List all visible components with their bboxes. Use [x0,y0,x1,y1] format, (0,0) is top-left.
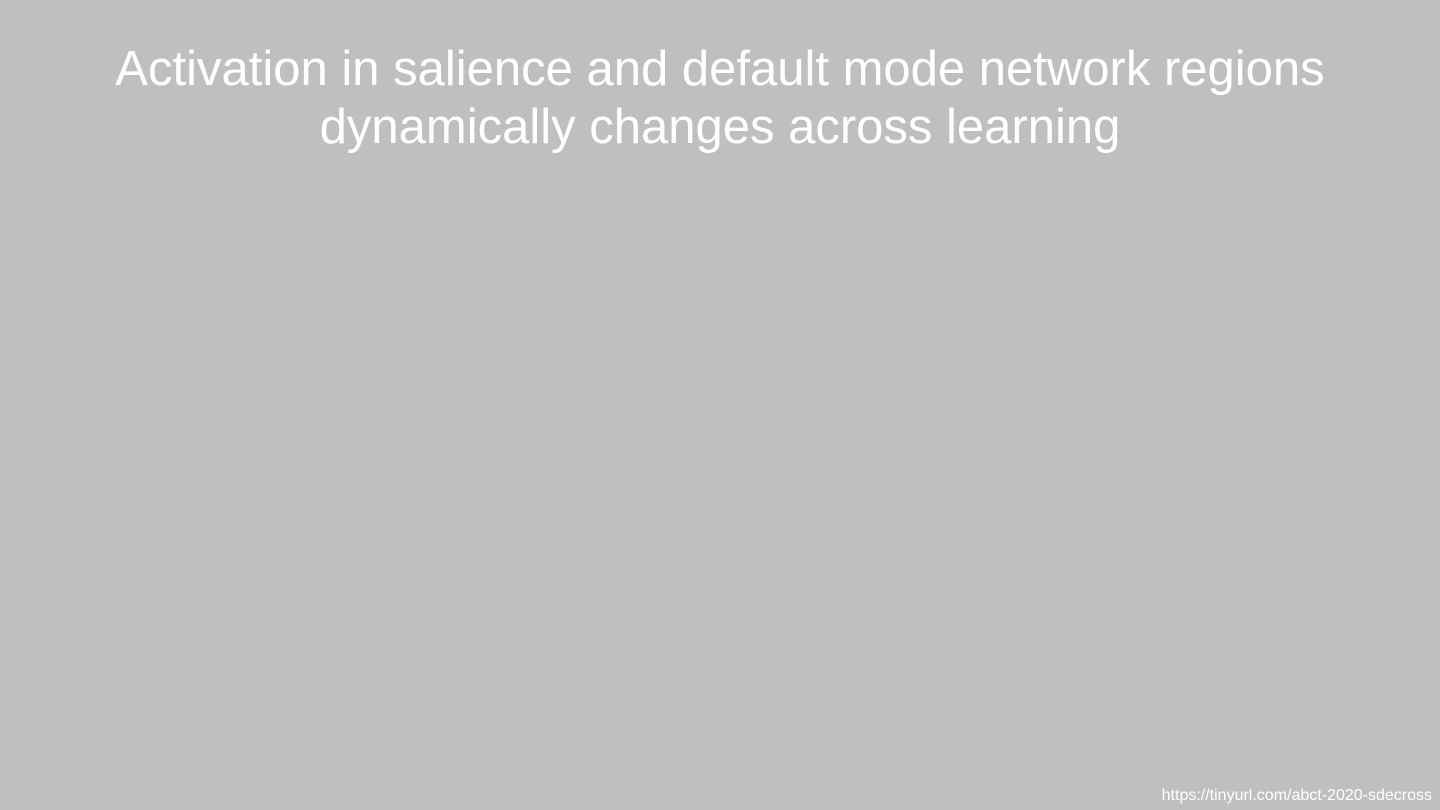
footer-url-link[interactable]: https://tinyurl.com/abct-2020-sdecross [1161,787,1432,804]
slide-title: Activation in salience and default mode … [0,40,1440,156]
slide-title-line-1: Activation in salience and default mode … [115,42,1325,96]
slide-title-line-2: dynamically changes across learning [319,100,1121,154]
